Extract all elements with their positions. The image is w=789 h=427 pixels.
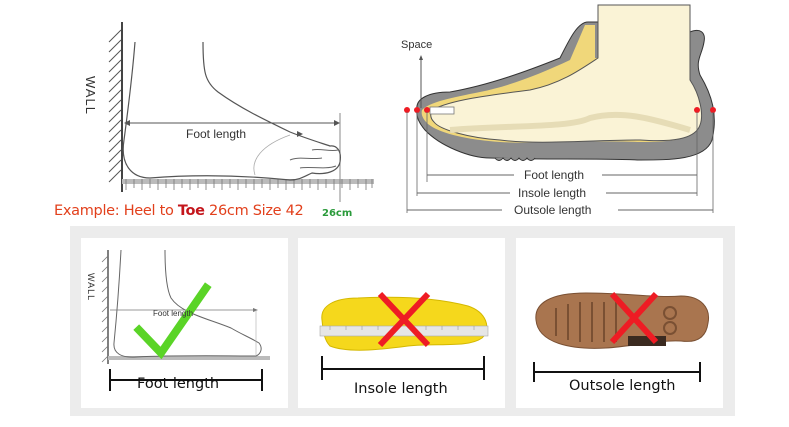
shoe-foot-length-label: Foot length bbox=[524, 168, 585, 182]
foot-length-label: Foot length bbox=[186, 127, 247, 141]
shoe-cross-section-diagram: Space Foot length Insole length Outsole … bbox=[390, 0, 789, 230]
foot-against-wall-illustration bbox=[108, 22, 374, 202]
insole-length-label: Insole length bbox=[518, 186, 587, 200]
space-label: Space bbox=[401, 39, 433, 51]
panel-foot-length-correct: WALL Foot length Foot length bbox=[81, 238, 288, 408]
mini-foot-length-label: Foot length bbox=[153, 309, 194, 318]
shoe-cross-section-illustration bbox=[404, 4, 716, 213]
example-prefix: Example: Heel to bbox=[54, 203, 178, 219]
foot-measure-diagram: WALL Foot length bbox=[0, 0, 390, 230]
insole-illustration bbox=[319, 291, 489, 380]
ruler-26cm-mark: 26cm bbox=[322, 208, 353, 219]
outsole-length-label: Outsole length bbox=[514, 203, 592, 217]
example-suffix: 26cm Size 42 bbox=[204, 203, 304, 219]
panel-label-insole-length: Insole length bbox=[354, 381, 448, 397]
size-example-text: Example: Heel to Toe 26cm Size 42 bbox=[54, 203, 304, 219]
example-toe: Toe bbox=[177, 203, 205, 219]
panel-outsole-length-wrong: Outsole length bbox=[516, 238, 723, 408]
outsole-illustration bbox=[533, 291, 710, 382]
panel-label-foot-length: Foot length bbox=[137, 376, 220, 392]
panel-insole-length-wrong: Insole length bbox=[298, 238, 505, 408]
foot-mini-illustration bbox=[101, 249, 270, 391]
wall-label: WALL bbox=[83, 76, 98, 115]
panel-label-outsole-length: Outsole length bbox=[569, 378, 676, 394]
mini-wall-label: WALL bbox=[86, 273, 96, 302]
